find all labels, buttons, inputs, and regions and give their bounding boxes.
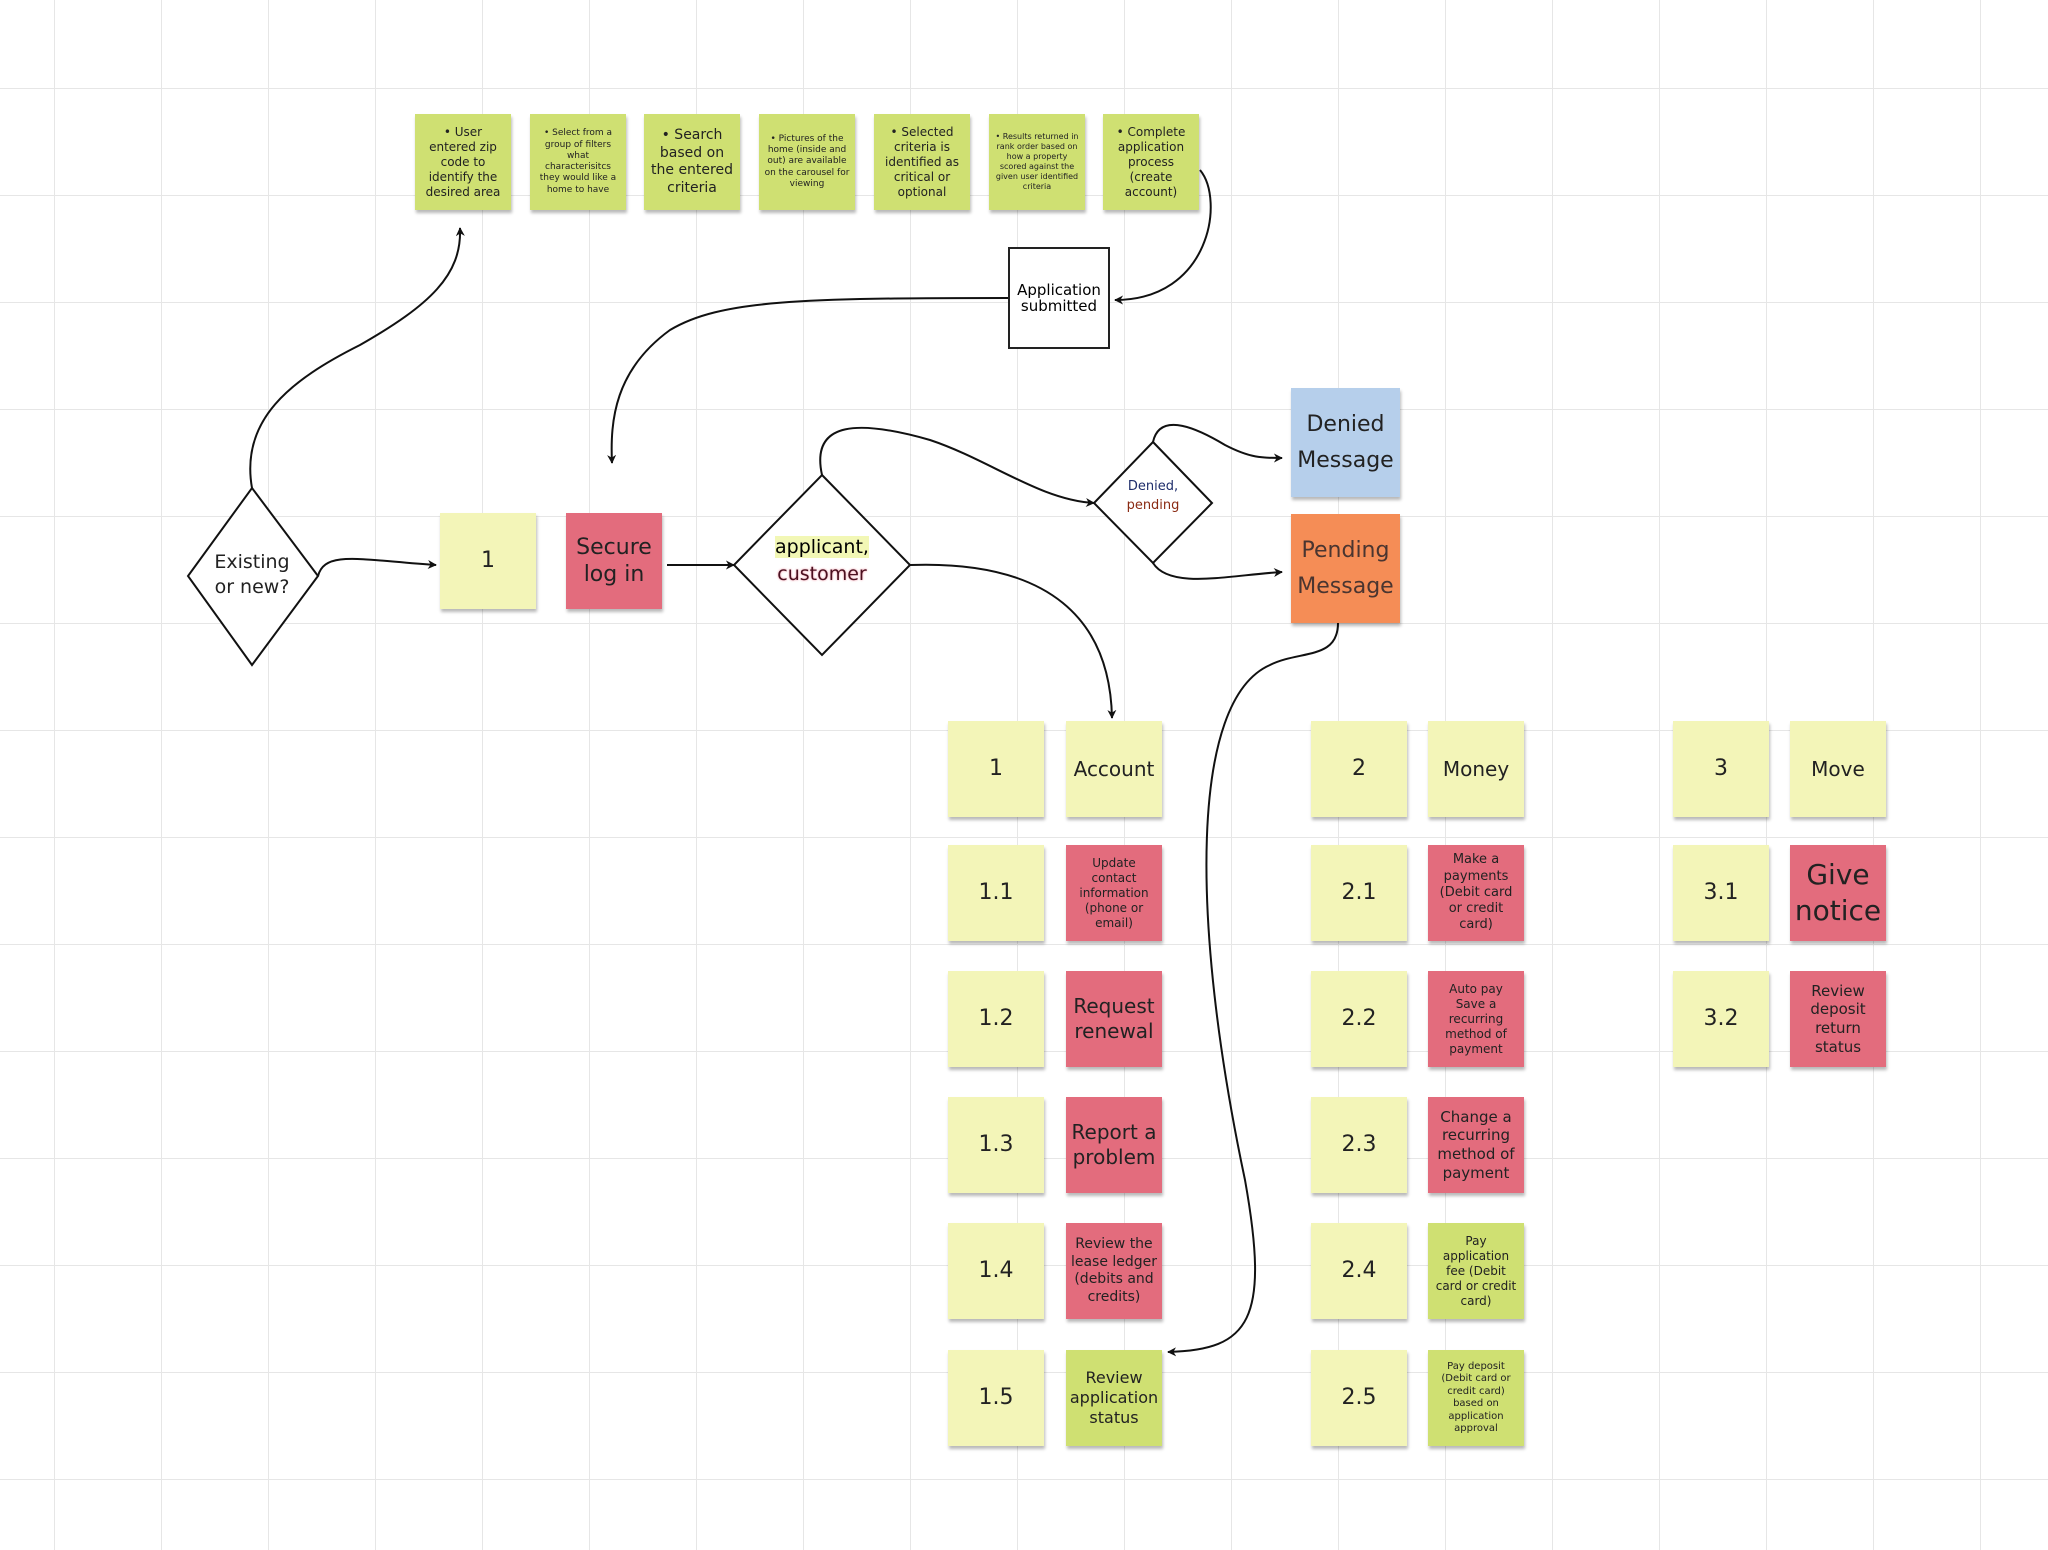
item-1-1-id[interactable]: 1.1 [948, 845, 1044, 941]
customer-text: customer [777, 562, 867, 585]
item-1-3-id[interactable]: 1.3 [948, 1097, 1044, 1193]
connector-applicant-to-account [909, 563, 1117, 719]
item-2-5-label[interactable]: Pay deposit (Debit card or credit card) … [1428, 1350, 1524, 1446]
applicant-text: applicant, [775, 536, 869, 558]
applicant-customer-label: applicant, customer [752, 534, 892, 587]
item-1-4-id[interactable]: 1.4 [948, 1223, 1044, 1319]
column-1-number[interactable]: 1 [948, 721, 1044, 817]
existing-or-new-label: Existing or new? [214, 551, 290, 598]
connector-diamond-to-top-notes [249, 227, 465, 489]
item-1-1-label[interactable]: Update contact information (phone or ema… [1066, 845, 1162, 941]
item-2-2-id[interactable]: 2.2 [1311, 971, 1407, 1067]
denied-message-note[interactable]: Denied Message [1291, 388, 1400, 497]
secure-log-in-note[interactable]: Secure log in [566, 513, 662, 609]
item-2-1-label[interactable]: Make a payments (Debit card or credit ca… [1428, 845, 1524, 941]
column-2-title[interactable]: Money [1428, 721, 1524, 817]
item-1-3-label[interactable]: Report a problem [1066, 1097, 1162, 1193]
denied-pending-label: Denied, pending [1108, 478, 1198, 516]
application-submitted-box[interactable]: Application submitted [1008, 247, 1110, 349]
connector-submitted-to-login [607, 297, 1009, 464]
column-3-number[interactable]: 3 [1673, 721, 1769, 817]
item-2-4-id[interactable]: 2.4 [1311, 1223, 1407, 1319]
item-3-1-label[interactable]: Give notice [1790, 845, 1886, 941]
item-1-5-label[interactable]: Review application status [1066, 1350, 1162, 1446]
note-criteria-critical[interactable]: • Selected criteria is identified as cri… [874, 114, 970, 210]
item-2-1-id[interactable]: 2.1 [1311, 845, 1407, 941]
connector-complete-to-submitted [1114, 169, 1212, 305]
item-2-3-label[interactable]: Change a recurring method of payment [1428, 1097, 1524, 1193]
item-1-4-label[interactable]: Review the lease ledger (debits and cred… [1066, 1223, 1162, 1319]
item-3-2-label[interactable]: Review deposit return status [1790, 971, 1886, 1067]
item-2-3-id[interactable]: 2.3 [1311, 1097, 1407, 1193]
item-1-2-label[interactable]: Request renewal [1066, 971, 1162, 1067]
item-1-5-id[interactable]: 1.5 [948, 1350, 1044, 1446]
note-zip-code[interactable]: • User entered zip code to identify the … [415, 114, 511, 210]
pending-message-note[interactable]: Pending Message [1291, 514, 1400, 623]
column-3-title[interactable]: Move [1790, 721, 1886, 817]
item-3-2-id[interactable]: 3.2 [1673, 971, 1769, 1067]
pending-text: pending [1126, 497, 1180, 513]
item-2-2-label[interactable]: Auto pay Save a recurring method of paym… [1428, 971, 1524, 1067]
step-one-note[interactable]: 1 [440, 513, 536, 609]
item-1-2-id[interactable]: 1.2 [948, 971, 1044, 1067]
note-pictures-carousel[interactable]: • Pictures of the home (inside and out) … [759, 114, 855, 210]
note-results-rank[interactable]: • Results returned in rank order based o… [989, 114, 1085, 210]
column-1-title[interactable]: Account [1066, 721, 1162, 817]
denied-text: Denied, [1127, 479, 1179, 494]
note-select-filters[interactable]: • Select from a group of filters what ch… [530, 114, 626, 210]
note-complete-application[interactable]: • Complete application process (create a… [1103, 114, 1199, 210]
item-3-1-id[interactable]: 3.1 [1673, 845, 1769, 941]
column-2-number[interactable]: 2 [1311, 721, 1407, 817]
item-2-5-id[interactable]: 2.5 [1311, 1350, 1407, 1446]
connector-applicant-to-denied [819, 426, 1095, 508]
diamond-existing-or-new[interactable] [186, 486, 320, 667]
connector-to-pending-message [1152, 562, 1283, 580]
connector-pending-to-review-status [1167, 622, 1339, 1357]
connector-diamond-to-one [317, 557, 437, 577]
diamond-applicant-customer[interactable] [732, 473, 912, 657]
note-search-criteria[interactable]: • Search based on the entered criteria [644, 114, 740, 210]
connector-to-denied-message [1152, 423, 1283, 463]
item-2-4-label[interactable]: Pay application fee (Debit card or credi… [1428, 1223, 1524, 1319]
